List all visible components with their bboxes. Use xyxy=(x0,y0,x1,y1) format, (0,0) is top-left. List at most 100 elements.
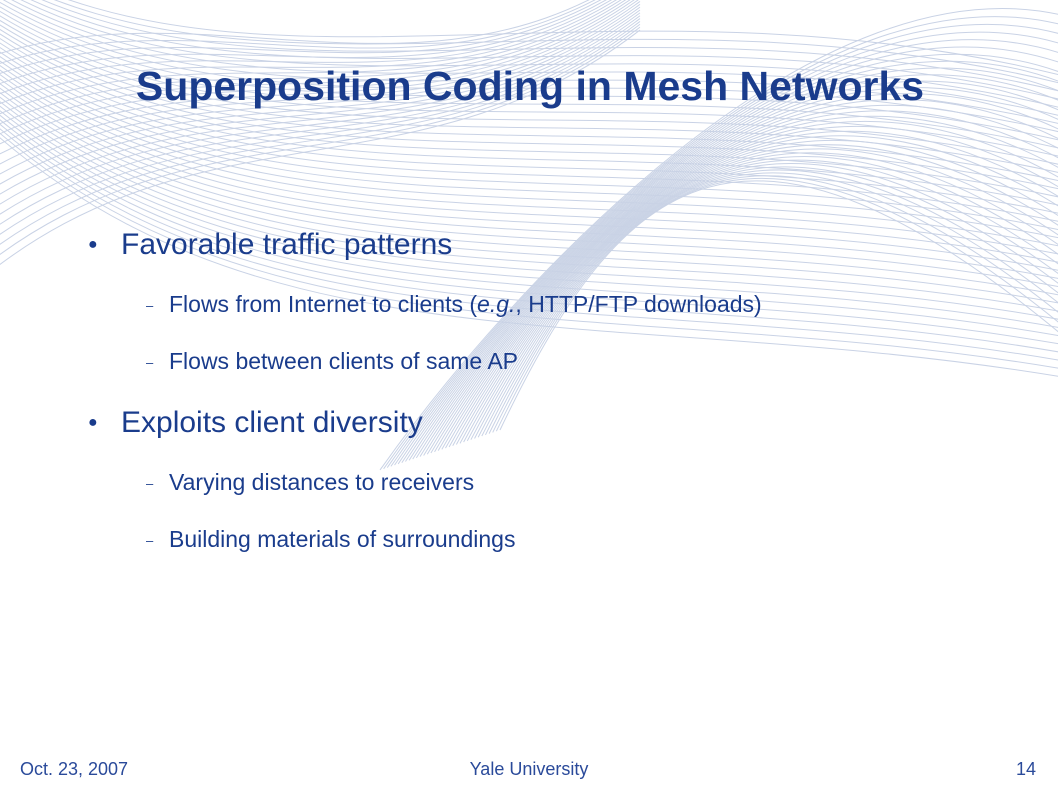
wave-line xyxy=(68,0,1058,76)
wave-line xyxy=(445,125,1058,449)
slide-title: Superposition Coding in Mesh Networks xyxy=(135,63,925,109)
bullet-item-client-diversity: ● Exploits client diversity xyxy=(88,404,988,442)
wave-line xyxy=(495,177,1058,432)
wave-line xyxy=(0,60,1058,239)
wave-line xyxy=(477,163,1058,438)
footer-page-number: 14 xyxy=(1015,759,1036,779)
dash-icon: – xyxy=(146,533,154,548)
wave-line xyxy=(0,128,1058,361)
bullet-text: Exploits client diversity xyxy=(121,406,423,439)
wave-line xyxy=(499,180,1058,431)
sub-bullet-item-building-materials: – Building materials of surroundings xyxy=(88,523,869,556)
wave-line xyxy=(415,80,1058,459)
wave-line xyxy=(394,39,1058,466)
wave-line xyxy=(405,60,1058,462)
wave-line xyxy=(0,137,1058,377)
wave-line xyxy=(0,51,1058,222)
wave-line xyxy=(0,42,1058,206)
footer-date: Oct. 23, 2007 xyxy=(20,759,129,779)
bullet-icon: ● xyxy=(88,236,98,253)
wave-line xyxy=(0,0,639,155)
wave-line xyxy=(383,16,1058,470)
wave-line xyxy=(0,78,1058,271)
wave-line xyxy=(0,73,1058,263)
wave-line xyxy=(408,67,1058,461)
wave-line xyxy=(459,144,1058,444)
wave-line xyxy=(0,0,607,85)
wave-line xyxy=(0,91,1058,296)
wave-line xyxy=(426,99,1058,455)
wave-line xyxy=(0,64,1058,247)
wave-line xyxy=(0,96,1058,304)
wave-line xyxy=(0,0,618,105)
wave-line xyxy=(0,82,1058,279)
sub-bullet-text: Varying distances to receivers xyxy=(169,469,475,495)
wave-line xyxy=(0,6,641,185)
wave-line xyxy=(0,132,1058,369)
sub-bullet-text-italic: e.g. xyxy=(477,291,516,317)
wave-line xyxy=(0,119,1058,345)
wave-line xyxy=(386,24,1058,468)
wave-line xyxy=(463,148,1058,443)
wave-line xyxy=(0,0,635,145)
sub-bullet-item-varying-distances: – Varying distances to receivers xyxy=(88,466,869,499)
wave-line xyxy=(481,166,1058,437)
wave-line xyxy=(412,74,1058,460)
wave-line xyxy=(0,26,641,256)
wave-line xyxy=(41,0,1058,92)
wave-line xyxy=(419,87,1058,457)
wave-line xyxy=(0,29,641,266)
bullet-text: Favorable traffic patterns xyxy=(121,228,453,261)
wave-line xyxy=(437,115,1058,451)
footer-organization: Yale University xyxy=(469,759,589,779)
wave-line xyxy=(397,46,1058,465)
wave-line xyxy=(488,172,1058,434)
wave-line xyxy=(401,53,1058,463)
wave-line xyxy=(0,18,641,225)
wave-line xyxy=(0,0,631,135)
wave-line xyxy=(0,9,641,195)
wave-line xyxy=(0,0,602,75)
wave-line xyxy=(0,1,641,165)
wave-line xyxy=(0,114,1058,337)
bullet-list: ● Favorable traffic patterns – Flows fro… xyxy=(88,226,988,580)
wave-line xyxy=(434,110,1058,453)
bullet-icon: ● xyxy=(88,414,98,431)
wave-line xyxy=(0,46,1058,214)
wave-line xyxy=(0,0,596,65)
wave-line xyxy=(0,0,590,54)
wave-line xyxy=(430,104,1058,454)
wave-line xyxy=(452,135,1058,446)
wave-line xyxy=(0,110,1058,328)
sub-bullet-text: Flows between clients of same AP xyxy=(169,348,518,374)
dash-icon: – xyxy=(146,476,154,491)
wave-line xyxy=(0,0,612,95)
wave-line xyxy=(423,93,1058,456)
sub-bullet-text-part: Flows from Internet to clients ( xyxy=(169,291,478,317)
wave-line xyxy=(0,123,1058,353)
wave-line xyxy=(0,0,622,115)
sub-bullet-text-part: , HTTP/FTP downloads) xyxy=(515,291,762,317)
wave-line xyxy=(0,33,1058,190)
wave-line xyxy=(455,139,1058,445)
wave-line xyxy=(470,156,1058,440)
wave-line xyxy=(492,175,1058,433)
wave-line xyxy=(485,169,1058,436)
wave-line xyxy=(0,23,641,246)
bullet-item-favorable-traffic: ● Favorable traffic patterns xyxy=(88,226,988,264)
wave-line xyxy=(0,37,1058,198)
wave-line xyxy=(441,120,1058,450)
wave-line xyxy=(0,3,641,175)
wave-line xyxy=(0,69,1058,255)
wave-line xyxy=(0,105,1058,320)
sub-bullet-item-client-flows: – Flows between clients of same AP xyxy=(88,345,869,378)
sub-bullet-text: Building materials of surroundings xyxy=(169,526,516,552)
wave-line xyxy=(0,15,641,215)
sub-bullet-item-internet-flows: – Flows from Internet to clients (e.g., … xyxy=(88,288,869,321)
dash-icon: – xyxy=(146,355,154,370)
wave-line xyxy=(30,0,1058,100)
wave-line xyxy=(379,8,1058,471)
wave-line xyxy=(390,31,1058,467)
